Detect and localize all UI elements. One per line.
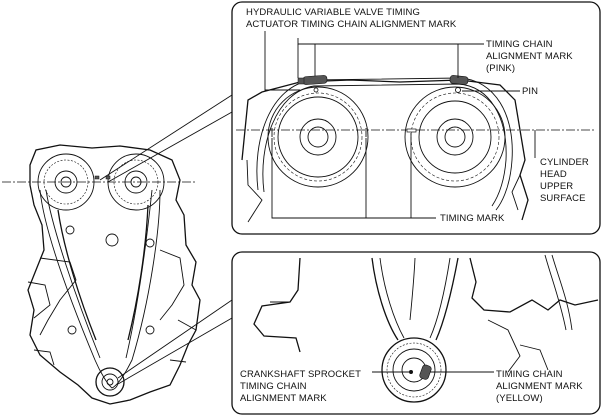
pink-label-line2: ALIGNMENT MARK <box>486 51 573 62</box>
pink-alignment-mark-right <box>449 75 469 85</box>
cylinder-label-line2: HEAD <box>540 169 567 180</box>
crank-label-line1: CRANKSHAFT SPROCKET <box>240 369 361 380</box>
hydraulic-label-line1: HYDRAULIC VARIABLE VALVE TIMING <box>246 7 420 18</box>
timing-chain-lower <box>371 257 399 341</box>
yellow-alignment-mark <box>419 364 432 380</box>
timing-chain-detail <box>256 77 513 211</box>
timing-mark-label: TIMING MARK <box>440 213 505 224</box>
yellow-label-line3: (YELLOW) <box>496 393 543 404</box>
cam-detail-box: HYDRAULIC VARIABLE VALVE TIMING ACTUATOR… <box>231 1 601 235</box>
pin-label: PIN <box>522 86 538 97</box>
crank-detail-box: CRANKSHAFT SPROCKET TIMING CHAIN ALIGNME… <box>231 251 601 415</box>
yellow-label-line1: TIMING CHAIN <box>496 369 563 380</box>
chain-guide-right <box>127 204 149 341</box>
cylinder-label-line1: CYLINDER <box>540 157 589 168</box>
pink-label-line1: TIMING CHAIN <box>486 39 553 50</box>
timing-chain-path <box>39 189 161 389</box>
pin <box>455 87 461 93</box>
callout-leaders <box>99 94 233 385</box>
cylinder-label-line4: SURFACE <box>540 193 586 204</box>
engine-overview <box>2 144 201 405</box>
cylinder-label-line3: UPPER <box>540 181 573 192</box>
crank-label-line2: TIMING CHAIN <box>240 381 307 392</box>
chain-guide-left <box>57 209 97 341</box>
crankshaft-sprocket-overview <box>95 367 125 397</box>
crankshaft-sprocket-detail <box>381 337 447 403</box>
engine-block-outline <box>27 144 201 405</box>
hydraulic-label-line2: ACTUATOR TIMING CHAIN ALIGNMENT MARK <box>246 19 457 30</box>
crank-label-line3: ALIGNMENT MARK <box>240 393 327 404</box>
intake-sprocket-detail <box>267 86 369 188</box>
pink-label-line3: (PINK) <box>486 63 515 74</box>
yellow-label-line2: ALIGNMENT MARK <box>496 381 583 392</box>
pink-alignment-mark-left <box>302 75 328 85</box>
exhaust-sprocket-detail <box>404 86 506 188</box>
